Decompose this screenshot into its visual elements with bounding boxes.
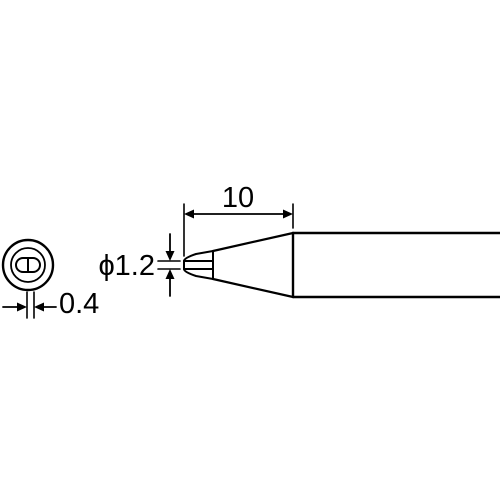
diameter-arrow-top (165, 251, 175, 261)
thickness-arrow-right (34, 302, 44, 312)
length-label: 10 (222, 182, 254, 214)
length-arrow-left (184, 209, 194, 219)
thickness-arrow-left (17, 302, 27, 312)
diameter-dimension (157, 233, 181, 297)
end-view-outer-circle (1, 238, 55, 292)
taper-top-edge (211, 231, 295, 253)
chisel-face-upper (183, 250, 214, 262)
thickness-dimension (2, 291, 57, 319)
length-dimension (183, 203, 294, 257)
thickness-label: 0.4 (59, 288, 99, 320)
chisel-face-lower (183, 268, 214, 280)
length-arrow-right (283, 209, 293, 219)
tip-side-view (183, 231, 500, 299)
diameter-label: ϕ1.2 (98, 250, 155, 282)
end-view-inner-circle (10, 247, 46, 283)
diameter-arrow-bottom (165, 269, 175, 279)
taper-bottom-edge (211, 277, 295, 299)
tip-end-view (1, 238, 55, 292)
